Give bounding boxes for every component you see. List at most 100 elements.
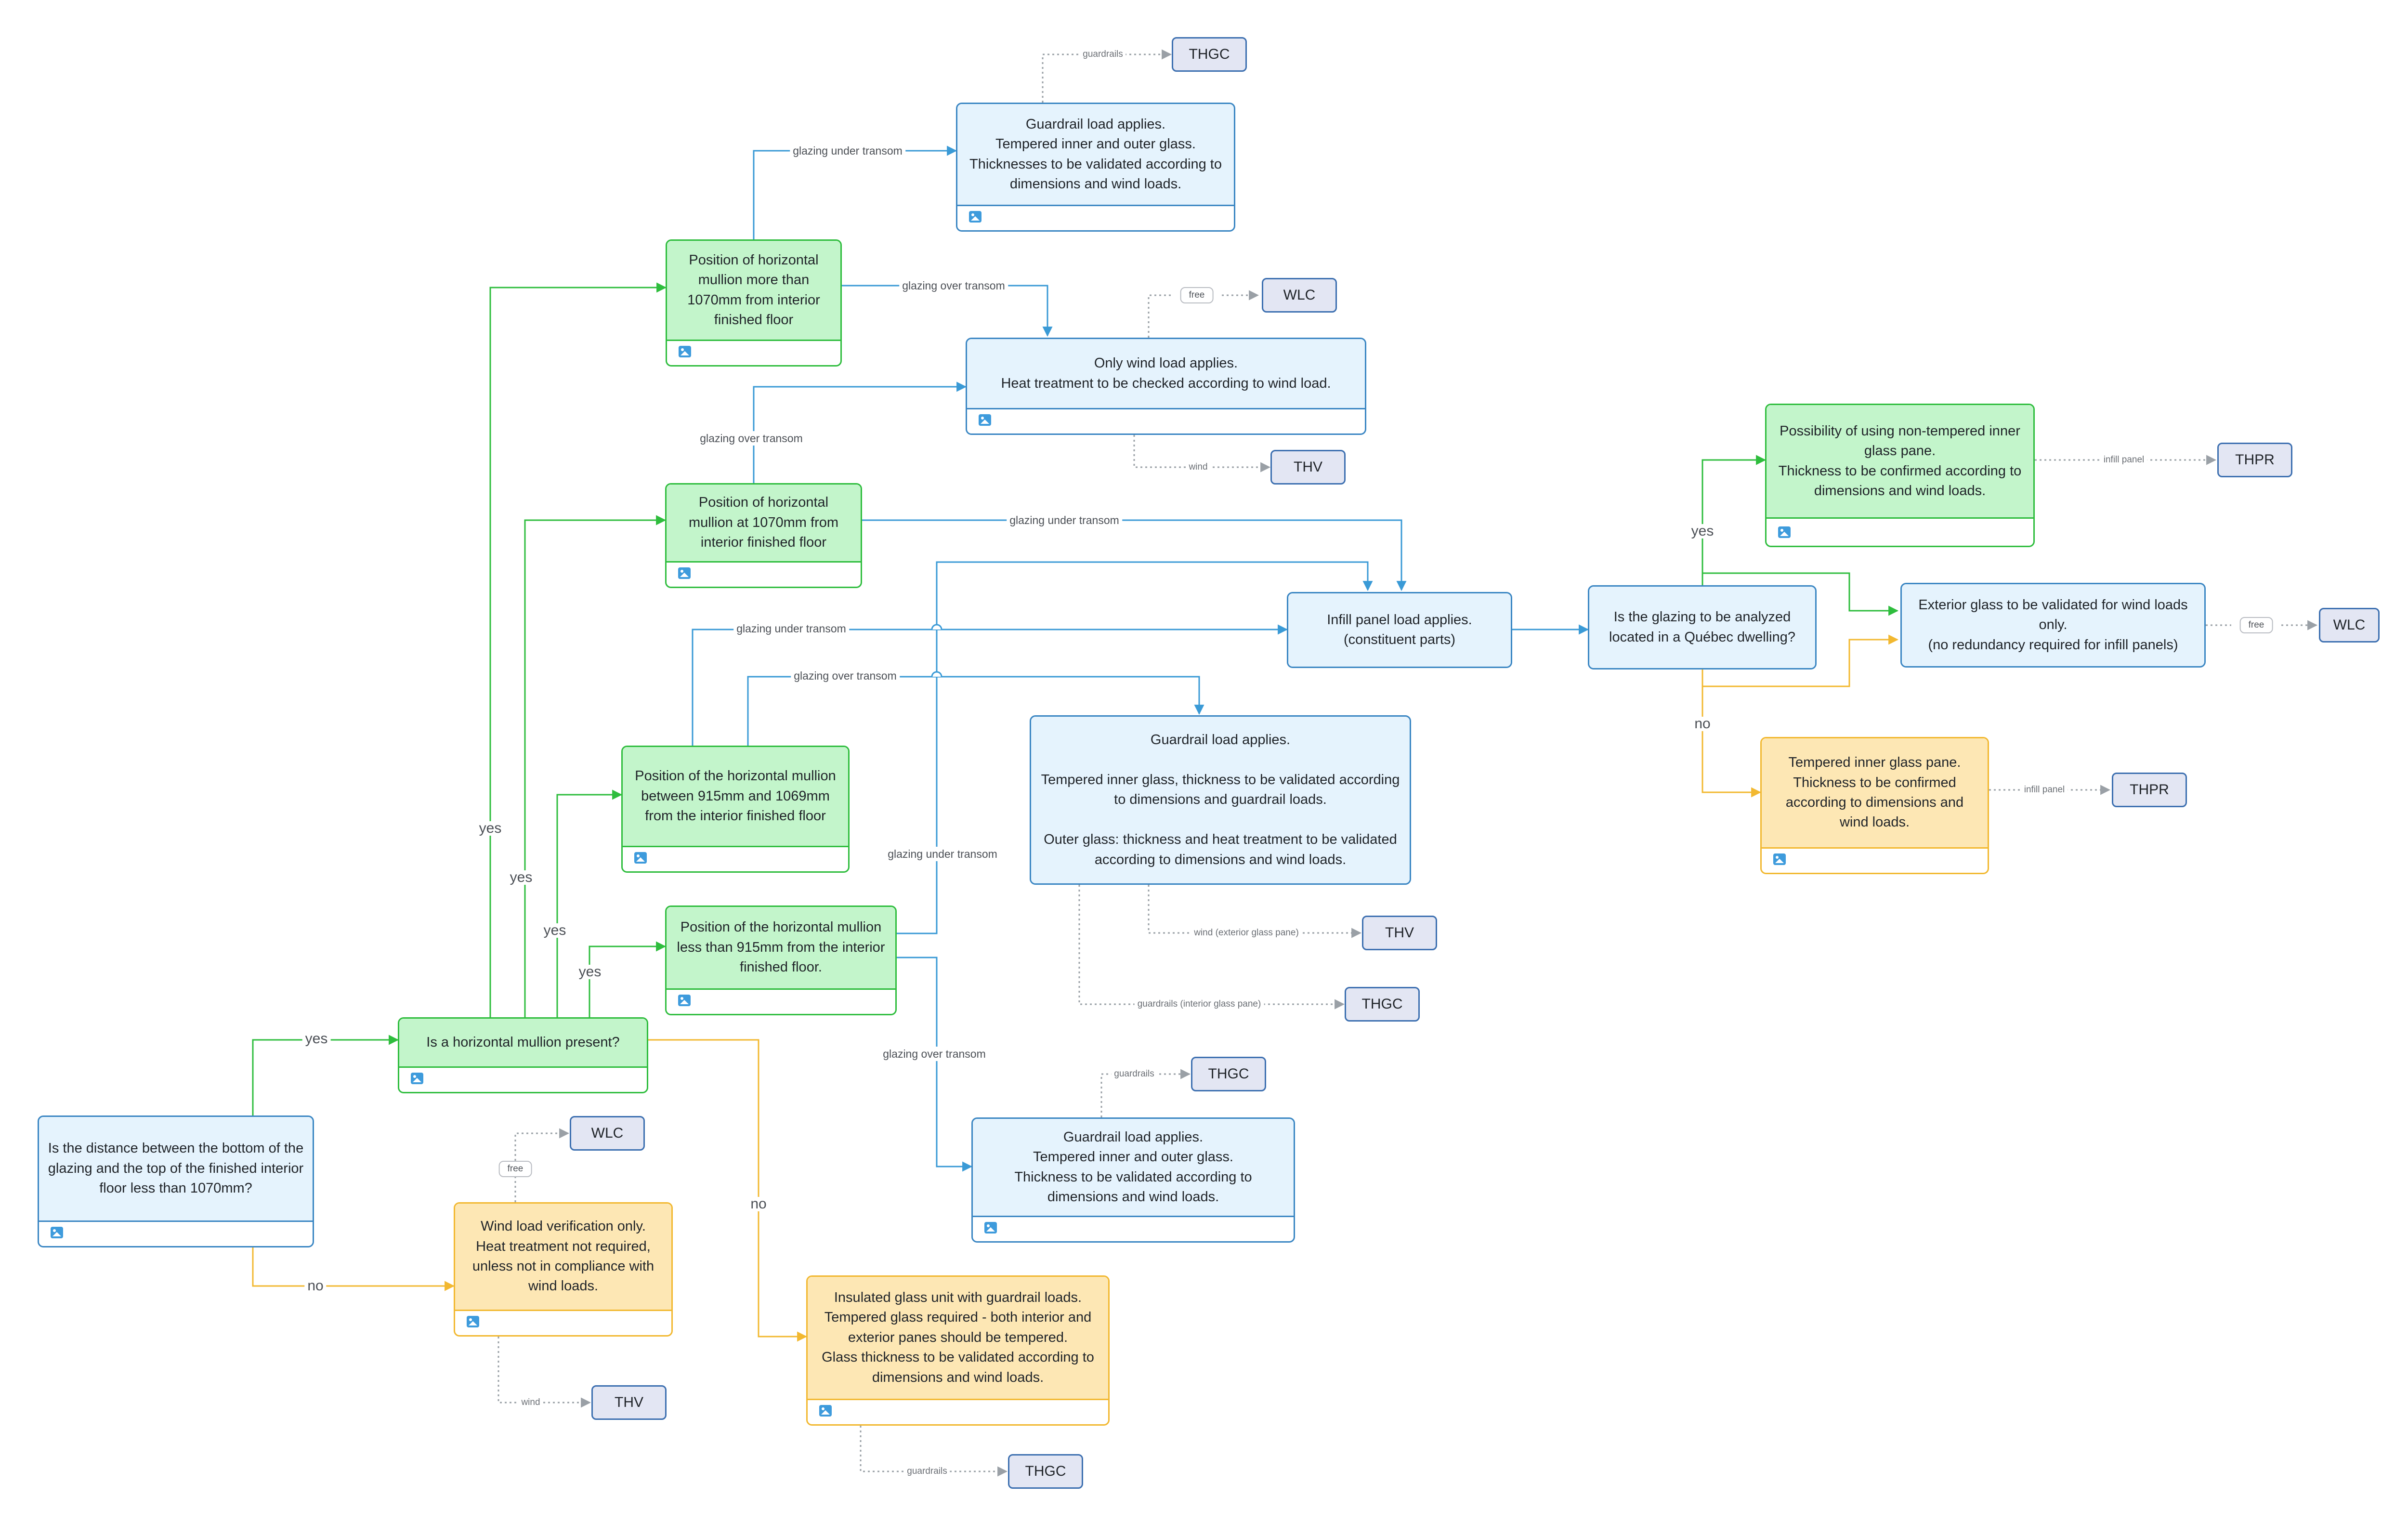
label-no-start: no bbox=[304, 1279, 327, 1293]
position-more-than-1070-text: Position of horizontal mullion more than… bbox=[667, 241, 840, 341]
tag-wlc-exterior[interactable]: WLC bbox=[2319, 608, 2380, 643]
tempered-inner-pane[interactable]: Tempered inner glass pane. Thickness to … bbox=[1760, 737, 1989, 874]
edge-start-yes bbox=[252, 1035, 399, 1115]
wind-load-verification[interactable]: Wind load verification only. Heat treatm… bbox=[454, 1202, 673, 1337]
position-at-1070[interactable]: Position of horizontal mullion at 1070mm… bbox=[665, 483, 862, 588]
image-icon bbox=[634, 852, 647, 864]
non-tempered-possibility[interactable]: Possibility of using non-tempered inner … bbox=[1765, 404, 2035, 547]
free-pill-exterior: free bbox=[2239, 617, 2273, 633]
guardrail-load-mid-text: Guardrail load applies. Tempered inner g… bbox=[1031, 717, 1410, 883]
edge-915-under bbox=[692, 624, 1288, 746]
tag-wlc-verification[interactable]: WLC bbox=[570, 1116, 645, 1151]
label-glazing-under-transom-3: glazing under transom bbox=[733, 621, 849, 636]
position-at-1070-text: Position of horizontal mullion at 1070mm… bbox=[667, 485, 861, 563]
tag-thgc-igu[interactable]: THGC bbox=[1008, 1454, 1083, 1489]
tag-thpr-nontempered[interactable]: THPR bbox=[2217, 443, 2292, 477]
position-less-than-915-text: Position of the horizontal mullion less … bbox=[667, 907, 895, 990]
edge-start-no bbox=[252, 1247, 455, 1291]
label-guardrails-1: guardrails bbox=[1080, 47, 1126, 62]
label-glazing-under-transom-1: glazing under transom bbox=[790, 144, 905, 158]
free-pill-wind: free bbox=[1180, 287, 1214, 303]
question-quebec-dwelling[interactable]: Is the glazing to be analyzed located in… bbox=[1588, 585, 1817, 669]
edge-wv-thv bbox=[497, 1337, 591, 1408]
infill-panel-load[interactable]: Infill panel load applies. (constituent … bbox=[1287, 592, 1512, 668]
edge-915-over bbox=[747, 676, 1204, 746]
tag-thpr-tempered[interactable]: THPR bbox=[2112, 773, 2187, 807]
image-icon bbox=[984, 1222, 997, 1233]
image-icon bbox=[1778, 526, 1791, 538]
image-icon bbox=[819, 1405, 832, 1417]
image-icon bbox=[678, 995, 691, 1006]
position-more-than-1070[interactable]: Position of horizontal mullion more than… bbox=[666, 239, 842, 367]
label-yes-start: yes bbox=[302, 1032, 331, 1046]
edge-at1070-under bbox=[862, 519, 1407, 591]
label-no-mullion: no bbox=[747, 1197, 770, 1211]
tag-wlc-wind[interactable]: WLC bbox=[1262, 278, 1337, 313]
edge-igu-thgc bbox=[860, 1426, 1008, 1477]
label-wind-1: wind bbox=[1186, 460, 1211, 474]
label-wind-2: wind bbox=[518, 1395, 543, 1410]
wind-load-only[interactable]: Only wind load applies. Heat treatment t… bbox=[966, 338, 1366, 435]
label-glazing-over-transom-4: glazing over transom bbox=[880, 1047, 989, 1061]
label-wind-exterior: wind (exterior glass pane) bbox=[1191, 926, 1302, 940]
edge-mullion-no bbox=[648, 1039, 808, 1342]
label-infill-panel-1: infill panel bbox=[2100, 453, 2147, 467]
insulated-glass-unit[interactable]: Insulated glass unit with guardrail load… bbox=[806, 1275, 1110, 1426]
edge-more1070-over bbox=[842, 285, 1053, 337]
label-glazing-over-transom-2: glazing over transom bbox=[697, 431, 806, 446]
edge-wv-wlc bbox=[514, 1133, 568, 1202]
wind-load-verification-text: Wind load verification only. Heat treatm… bbox=[455, 1204, 671, 1311]
tag-thv-verification[interactable]: THV bbox=[591, 1385, 667, 1420]
label-guardrails-2: guardrails bbox=[1111, 1067, 1157, 1081]
edge-less915-over bbox=[897, 957, 973, 1172]
question-quebec-dwelling-text: Is the glazing to be analyzed located in… bbox=[1589, 587, 1815, 668]
guardrail-load-low-text: Guardrail load applies. Tempered inner a… bbox=[973, 1119, 1294, 1217]
question-distance[interactable]: Is the distance between the bottom of th… bbox=[38, 1115, 314, 1247]
tag-thv-mid[interactable]: THV bbox=[1362, 916, 1437, 950]
tag-thgc-top[interactable]: THGC bbox=[1172, 37, 1247, 72]
label-glazing-under-transom-2: glazing under transom bbox=[1007, 513, 1122, 527]
label-yes-quebec: yes bbox=[1688, 524, 1717, 538]
image-icon bbox=[678, 567, 691, 579]
guardrail-load-low[interactable]: Guardrail load applies. Tempered inner a… bbox=[971, 1117, 1295, 1243]
tag-thgc-mid[interactable]: THGC bbox=[1345, 987, 1420, 1022]
label-yes-1: yes bbox=[476, 821, 505, 836]
edge-yes-915 bbox=[556, 789, 623, 1019]
exterior-glass-wind[interactable]: Exterior glass to be validated for wind … bbox=[1900, 583, 2206, 668]
non-tempered-possibility-text: Possibility of using non-tempered inner … bbox=[1767, 405, 2033, 519]
exterior-glass-wind-text: Exterior glass to be validated for wind … bbox=[1902, 584, 2204, 666]
edge-gm-thgc bbox=[1078, 885, 1345, 1010]
edge-gl-thgc bbox=[1100, 1069, 1191, 1117]
image-icon bbox=[1773, 853, 1786, 865]
infill-panel-load-text: Infill panel load applies. (constituent … bbox=[1288, 593, 1511, 667]
edge-more1070-under bbox=[753, 145, 957, 239]
label-yes-3: yes bbox=[540, 923, 569, 938]
guardrail-load-top[interactable]: Guardrail load applies. Tempered inner a… bbox=[956, 103, 1235, 232]
image-icon bbox=[51, 1227, 63, 1238]
question-mullion-present[interactable]: Is a horizontal mullion present? bbox=[398, 1017, 648, 1093]
position-less-than-915[interactable]: Position of the horizontal mullion less … bbox=[665, 905, 897, 1015]
question-mullion-present-text: Is a horizontal mullion present? bbox=[399, 1019, 647, 1068]
image-icon bbox=[411, 1073, 423, 1084]
edge-wind-thv bbox=[1133, 435, 1271, 472]
edge-quebec-yes-exterior bbox=[1702, 572, 1899, 616]
tag-thgc-low[interactable]: THGC bbox=[1191, 1057, 1266, 1091]
guardrail-load-mid[interactable]: Guardrail load applies. Tempered inner g… bbox=[1030, 715, 1411, 885]
insulated-glass-unit-text: Insulated glass unit with guardrail load… bbox=[808, 1277, 1108, 1400]
edge-less915-under bbox=[897, 561, 1373, 934]
label-yes-4: yes bbox=[576, 965, 604, 979]
image-icon bbox=[679, 346, 691, 357]
position-915-1069[interactable]: Position of the horizontal mullion betwe… bbox=[621, 746, 850, 873]
label-yes-2: yes bbox=[507, 870, 536, 885]
edge-quebec-no bbox=[1701, 669, 1762, 798]
edge-gt-thgc bbox=[1042, 49, 1172, 103]
edge-yes-at1070 bbox=[524, 515, 667, 1019]
tempered-inner-pane-text: Tempered inner glass pane. Thickness to … bbox=[1762, 738, 1988, 849]
tag-thv-wind[interactable]: THV bbox=[1270, 450, 1346, 485]
label-glazing-under-transom-4: glazing under transom bbox=[885, 847, 1000, 861]
edge-yes-less915 bbox=[589, 941, 667, 1019]
edge-at1070-over bbox=[753, 381, 967, 483]
wind-load-only-text: Only wind load applies. Heat treatment t… bbox=[967, 339, 1365, 409]
label-infill-panel-2: infill panel bbox=[2021, 783, 2068, 797]
